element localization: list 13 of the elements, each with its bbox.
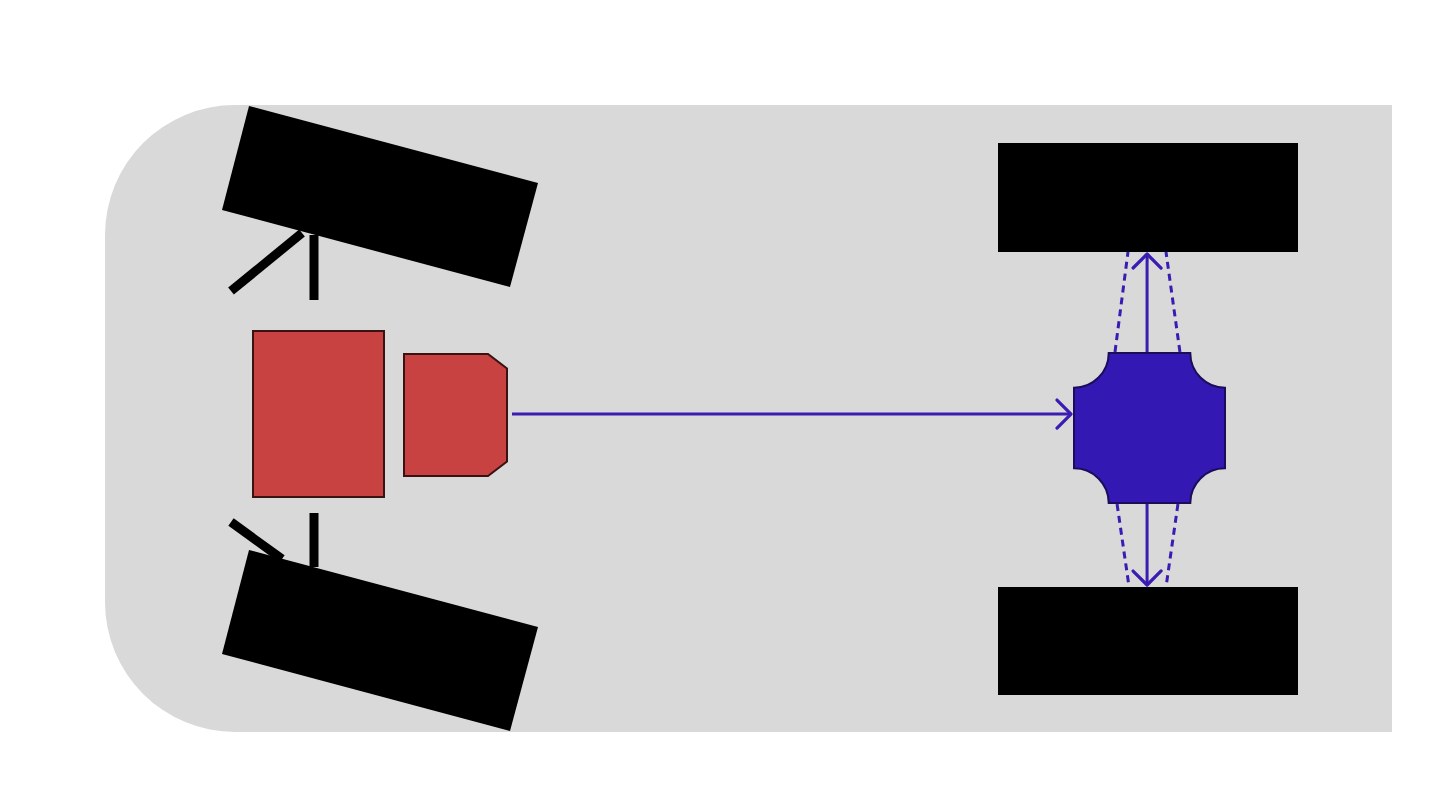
dashed-line [1164, 251, 1182, 353]
differential-block [1073, 352, 1226, 504]
wheel [222, 106, 538, 287]
car-body [105, 105, 1392, 732]
wheel [222, 550, 538, 731]
wheel [998, 143, 1298, 252]
arrow [1131, 504, 1163, 587]
dashed-line [1113, 251, 1130, 353]
arrow [512, 398, 1073, 430]
gearbox-block [403, 353, 508, 477]
wheel [998, 587, 1298, 695]
engine-block [252, 330, 385, 498]
arrow [1131, 252, 1163, 352]
